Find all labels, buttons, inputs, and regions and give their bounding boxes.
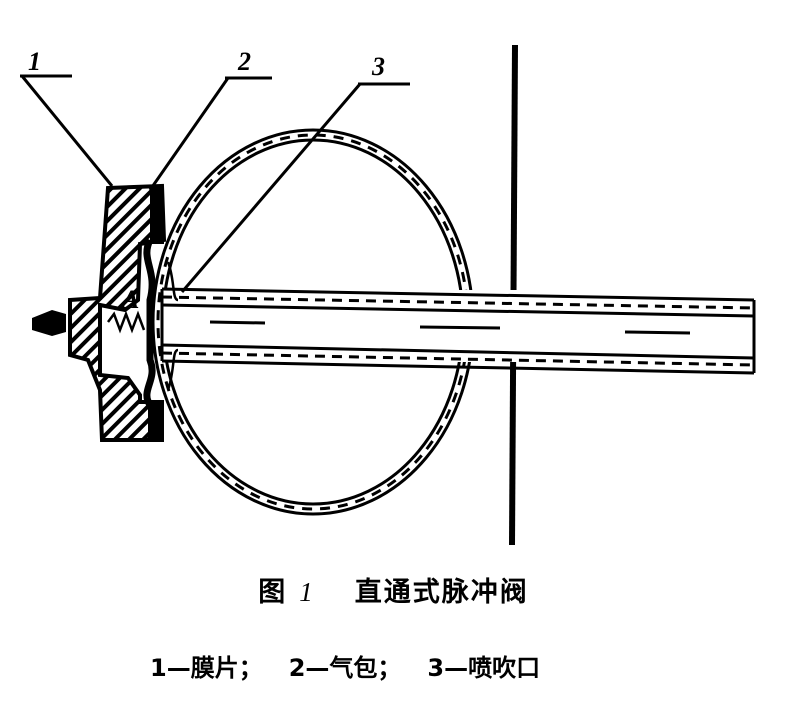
valve-body: A: [32, 183, 179, 442]
label-3: 3: [180, 52, 410, 293]
legend-item: 2—气包；: [288, 654, 402, 682]
legend-item: 1—膜片；: [150, 654, 263, 682]
adjust-screw: [32, 310, 66, 336]
flow-arrows: [209, 320, 691, 335]
spring: [107, 310, 146, 334]
svg-text:3: 3: [371, 52, 385, 81]
label-1: 1: [20, 47, 114, 187]
figure-legend: 1—膜片； 2—气包； 3—喷吹口: [150, 648, 566, 683]
label-2: 2: [148, 47, 272, 191]
caption-prefix: 图: [258, 577, 288, 608]
svg-text:2: 2: [237, 47, 251, 76]
diaphragm: [143, 238, 156, 407]
chamber-label-a: A: [120, 285, 139, 314]
caption-title: 直通式脉冲阀: [354, 577, 529, 608]
caption-number: 1: [299, 577, 315, 607]
svg-text:1: 1: [28, 47, 41, 76]
legend-item: 3—喷吹口: [427, 654, 541, 682]
blow-pipe: [160, 287, 756, 375]
